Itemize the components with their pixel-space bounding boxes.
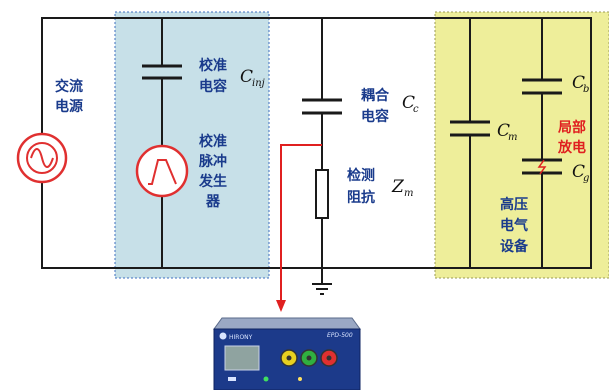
ac-source-label-1: 交流 [55, 78, 83, 95]
ground-icon [312, 283, 332, 295]
coupling-cap-sub: c [413, 104, 419, 115]
device-model: EPD-500 [327, 332, 353, 339]
partial-discharge-label-1: 局部 [558, 119, 586, 136]
ac-sine-icon [30, 148, 54, 168]
hv-equipment-zone [434, 11, 609, 279]
cm-branch [450, 18, 490, 268]
coupling-cap-symbol: C [402, 93, 415, 113]
status-led-icon [298, 377, 302, 381]
measurement-branch [302, 18, 342, 295]
cb-symbol: C [572, 73, 585, 93]
hv-equipment-label-1: 高压 [500, 196, 528, 213]
detect-imp-label-2: 阻抗 [347, 189, 375, 206]
pd-detector-device: HIRONY EPD-500 [213, 317, 361, 390]
partial-discharge-label-2: 放电 [557, 139, 586, 156]
calib-pulse-label-3: 发生 [198, 173, 227, 190]
device-screen [224, 345, 260, 371]
calib-cap-label-1: 校准 [199, 57, 227, 74]
coupling-cap-label-1: 耦合 [361, 87, 390, 104]
calibrator-branch [142, 18, 182, 268]
cb-cg-branch [522, 18, 562, 268]
cg-symbol: C [572, 162, 585, 182]
power-led-icon [263, 376, 269, 382]
cm-symbol: C [497, 121, 510, 141]
calib-cap-label-2: 电容 [199, 78, 227, 95]
spark-icon [537, 159, 547, 175]
coupling-cap-label-2: 电容 [361, 108, 389, 125]
calib-pulse-label-2: 脉冲 [198, 153, 227, 170]
calib-pulse-label-1: 校准 [199, 133, 227, 150]
calib-cap-symbol: C [240, 67, 253, 87]
calib-pulse-generator [135, 144, 189, 198]
detect-imp-sub: m [404, 188, 413, 199]
usb-port-icon [228, 377, 236, 381]
ac-source [16, 132, 68, 184]
signal-lead [276, 144, 322, 312]
cg-sub: g [583, 173, 589, 184]
ac-source-label-2: 电源 [55, 98, 83, 115]
device-brand: HIRONY [229, 334, 253, 341]
hv-equipment-label-3: 设备 [500, 238, 529, 255]
top-rail [41, 17, 592, 269]
calib-pulse-label-4: 器 [205, 194, 221, 210]
brand-logo-icon [219, 332, 227, 340]
cm-sub: m [508, 132, 517, 143]
hv-equipment-label-2: 电气 [500, 217, 528, 234]
cb-sub: b [583, 84, 589, 95]
pulse-icon [148, 159, 177, 185]
detect-imp-symbol: Z [391, 177, 405, 197]
calib-cap-sub: inj [252, 78, 265, 89]
detect-imp-label-1: 检测 [347, 167, 375, 184]
calibrator-zone [114, 11, 270, 279]
